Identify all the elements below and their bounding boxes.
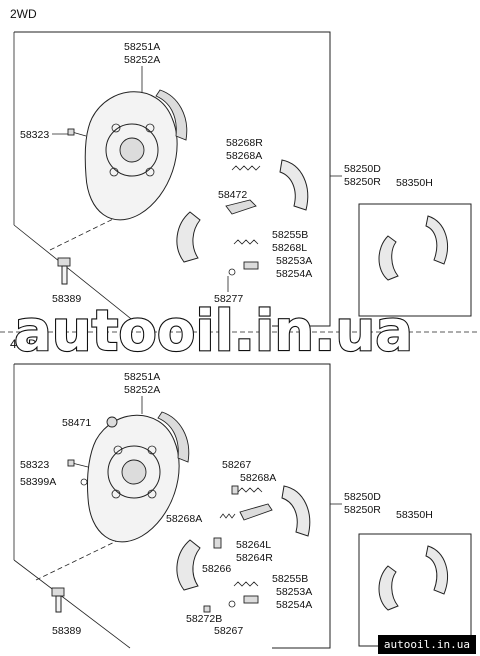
- kit-shoe-left-2wd: [378, 235, 399, 281]
- spring-4wd-lower: [233, 581, 259, 587]
- brake-shoe-right-4wd: [281, 485, 311, 537]
- adjuster-2wd: [225, 199, 257, 215]
- label-58268A-4wd-left: 58268A: [166, 513, 202, 525]
- label-58252A-4wd: 58252A: [124, 384, 160, 396]
- label-58251A-4wd: 58251A: [124, 371, 160, 383]
- label-58251A-2wd: 58251A: [124, 41, 160, 53]
- frame-4wd-diag: [13, 559, 131, 649]
- label-58350H-2wd: 58350H: [396, 177, 433, 189]
- label-58264L-4wd: 58264L: [236, 539, 271, 551]
- bolt-4wd: [67, 459, 89, 468]
- backing-plate-4wd: [87, 411, 190, 543]
- label-58267-4wd-bottom: 58267: [214, 625, 243, 637]
- frame-2wd: [14, 31, 331, 327]
- label-58266-4wd: 58266: [202, 563, 231, 575]
- label-58268A-4wd: 58268A: [240, 472, 276, 484]
- label-58264R-4wd: 58264R: [236, 552, 273, 564]
- spring-4wd-upper: [237, 487, 263, 493]
- washer-4wd: [80, 478, 88, 486]
- strut-4wd: [213, 537, 222, 549]
- kit-shoe-right-4wd: [425, 545, 448, 595]
- label-58471-4wd: 58471: [62, 417, 91, 429]
- label-58250R-4wd: 58250R: [344, 504, 381, 516]
- label-58277-2wd: 58277: [214, 293, 243, 305]
- label-58254A-4wd: 58254A: [276, 599, 312, 611]
- shoe-kit-box-4wd: [358, 533, 472, 647]
- footer-badge: autooil.in.ua: [377, 635, 476, 654]
- label-58272B-4wd: 58272B: [186, 613, 222, 625]
- label-58472-2wd: 58472: [218, 189, 247, 201]
- brake-shoe-right-2wd: [279, 159, 309, 211]
- label-58255B-2wd: 58255B: [272, 229, 308, 241]
- kit-shoe-right-2wd: [425, 215, 448, 265]
- label-58389-2wd: 58389: [52, 293, 81, 305]
- backing-plate-2wd: [84, 89, 188, 221]
- brake-shoe-left-4wd: [176, 539, 201, 591]
- label-58253A-2wd: 58253A: [276, 255, 312, 267]
- bleeder-bolt-2wd: [57, 257, 71, 285]
- label-58250R-2wd: 58250R: [344, 176, 381, 188]
- label-58399A-4wd: 58399A: [20, 476, 56, 488]
- spring-2wd-upper: [231, 165, 261, 171]
- spring-4wd-left: [219, 513, 236, 519]
- label-58253A-4wd: 58253A: [276, 586, 312, 598]
- label-58252A-2wd: 58252A: [124, 54, 160, 66]
- label-58250D-2wd: 58250D: [344, 163, 381, 175]
- label-58323-4wd: 58323: [20, 459, 49, 471]
- watermark-text: autooil.in.ua: [14, 299, 413, 364]
- bleeder-bolt-4wd: [51, 587, 65, 613]
- label-58268L-2wd: 58268L: [272, 242, 307, 254]
- pin-2wd: [228, 261, 259, 276]
- clip-4wd: [231, 485, 239, 495]
- frame-2wd-diag: [13, 224, 141, 327]
- brake-shoe-left-2wd: [176, 211, 201, 263]
- spring-2wd-lower: [233, 239, 259, 245]
- plug-4wd: [106, 416, 118, 428]
- label-58250D-4wd: 58250D: [344, 491, 381, 503]
- lever-4wd: [239, 503, 273, 521]
- pin-4wd: [228, 595, 259, 608]
- label-58254A-2wd: 58254A: [276, 268, 312, 280]
- label-58268R-2wd: 58268R: [226, 137, 263, 149]
- label-58255B-4wd: 58255B: [272, 573, 308, 585]
- kit-shoe-left-4wd: [378, 565, 399, 611]
- frame-4wd: [14, 363, 331, 649]
- label-58267-4wd: 58267: [222, 459, 251, 471]
- section-label-4wd: 4WD: [10, 337, 37, 351]
- cup-4wd: [203, 605, 211, 613]
- label-58268A-2wd: 58268A: [226, 150, 262, 162]
- section-label-2wd: 2WD: [10, 7, 37, 21]
- bolt-2wd: [67, 128, 87, 137]
- frame-2wd-dash: [49, 195, 161, 251]
- label-58350H-4wd: 58350H: [396, 509, 433, 521]
- label-58389-4wd: 58389: [52, 625, 81, 637]
- label-58323-2wd: 58323: [20, 129, 49, 141]
- shoe-kit-box-2wd: [358, 203, 472, 317]
